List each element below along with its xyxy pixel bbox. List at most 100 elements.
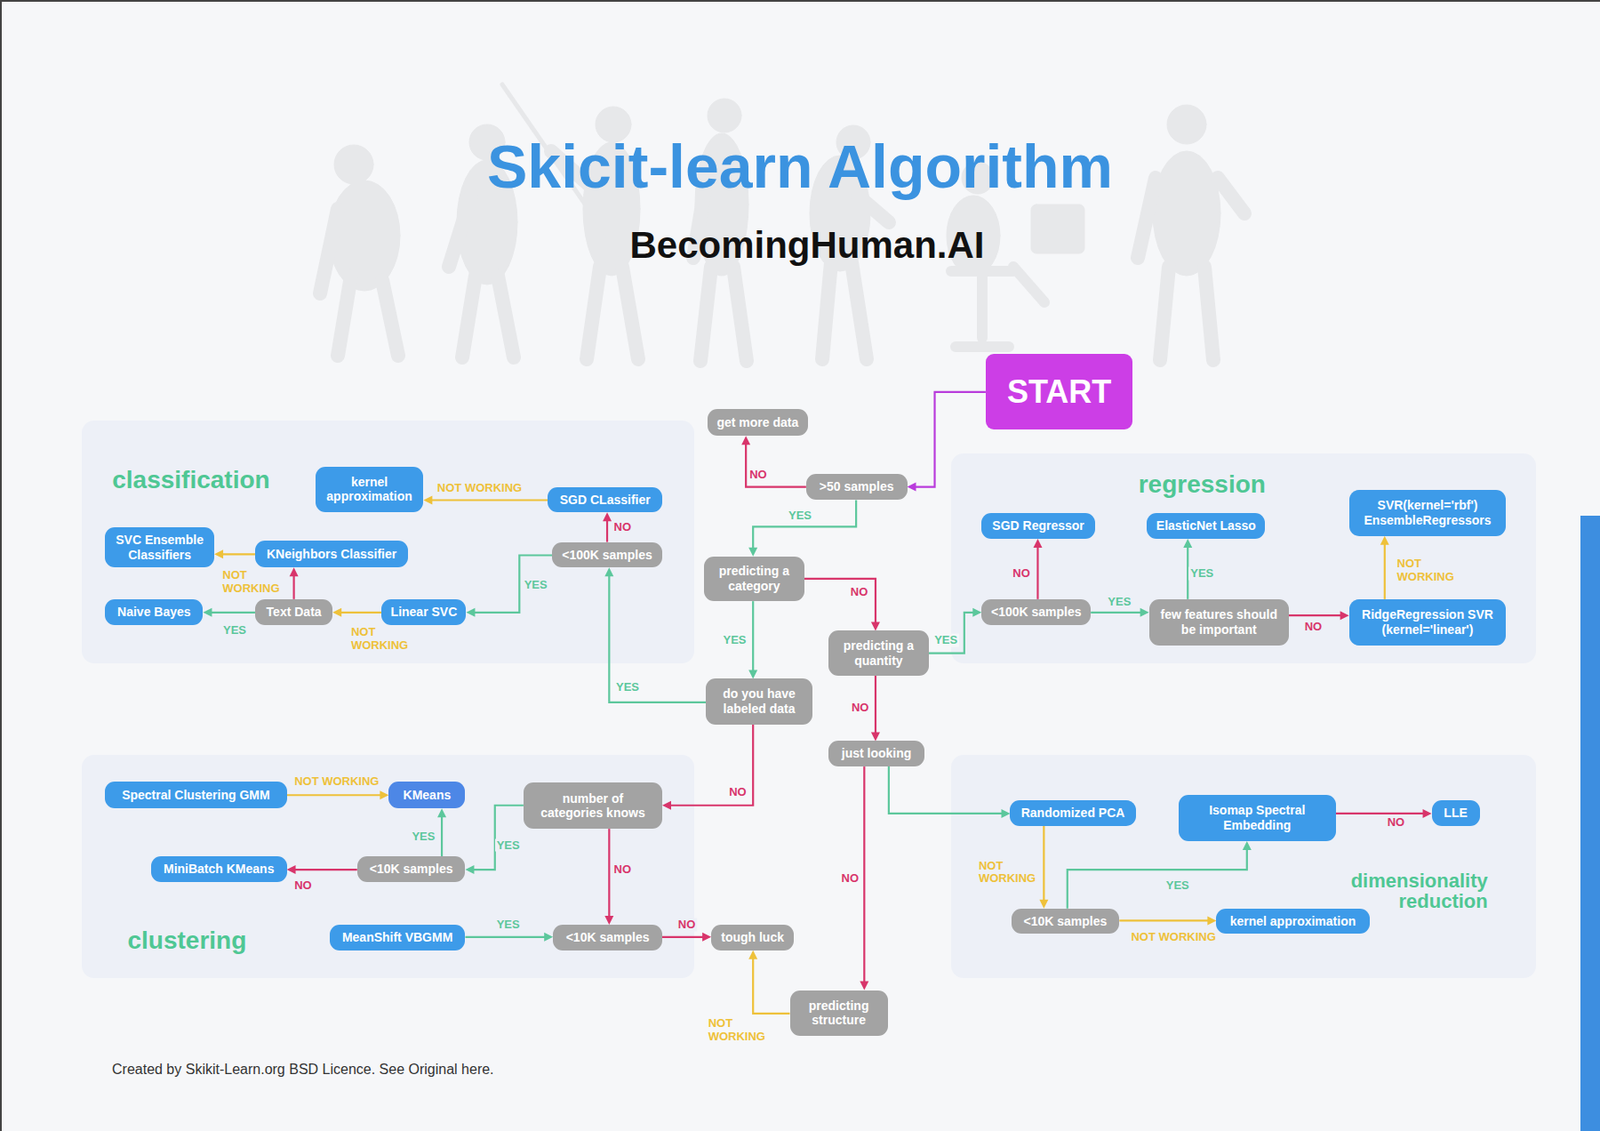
connector	[202, 608, 256, 617]
connector-line	[928, 612, 975, 654]
edge-label: NO	[1385, 816, 1408, 830]
decision-box: <100K samples	[552, 542, 663, 568]
box-label: <10K samples	[1024, 913, 1108, 929]
edge-label: NO	[727, 784, 749, 799]
connector-line	[472, 805, 523, 870]
connector	[1380, 536, 1390, 600]
box-label: <100K samples	[561, 547, 653, 563]
box-label: tough luck	[720, 929, 784, 945]
box-label: MiniBatch KMeans	[163, 861, 274, 877]
connector-line	[1090, 611, 1141, 614]
arrow-head	[1423, 808, 1432, 818]
connector-line	[752, 499, 856, 548]
arrow-head	[748, 669, 758, 679]
connector-line	[745, 443, 807, 487]
estimator-box: MiniBatch KMeans	[151, 856, 288, 882]
edge-label: YES	[1105, 595, 1133, 609]
connector	[604, 567, 706, 703]
panel-heading: clustering	[127, 928, 247, 954]
figure-limbs	[1137, 177, 1245, 360]
estimator-box: Naive Bayes	[104, 599, 203, 625]
box-label: SVC Ensemble Classifiers	[112, 532, 208, 563]
arrow-head	[287, 864, 296, 874]
estimator-box: SGD Regressor	[981, 512, 1095, 539]
arrow-head	[379, 790, 389, 800]
decision-box: predicting a quantity	[828, 630, 929, 676]
edge-label: YES	[495, 918, 522, 932]
connector	[748, 950, 790, 1014]
edge-label: NOT WORKING	[435, 480, 524, 495]
estimator-box: ElasticNet Lasso	[1146, 512, 1265, 539]
figure-computer	[1031, 204, 1085, 254]
connector	[332, 608, 382, 617]
figure-head	[1167, 104, 1207, 144]
estimator-box: RidgeRegression SVR (kernel='linear')	[1349, 599, 1507, 646]
edge-label: NO	[612, 520, 634, 535]
panel-heading: dimensionality reduction	[1328, 870, 1488, 912]
connector-line	[210, 611, 256, 614]
box-label: just looking	[841, 745, 912, 761]
figure-robot	[1137, 104, 1245, 360]
box-label: Isomap Spectral Embedding	[1185, 802, 1329, 833]
decision-box: Text Data	[255, 599, 333, 625]
connector	[1067, 840, 1252, 909]
panel-heading: regression	[1138, 472, 1266, 498]
box-label: SVR(kernel='rbf') EnsembleRegressors	[1356, 497, 1500, 528]
arrow-head	[202, 608, 212, 617]
connector-line	[287, 793, 382, 796]
edge-label: NO	[848, 584, 871, 599]
decision-box: get more data	[707, 408, 809, 436]
connector-line	[1119, 919, 1208, 921]
connector-line	[874, 675, 877, 733]
box-label: kernel approximation	[1230, 913, 1357, 929]
diagram-title: Skicit-learn Algorithm	[0, 130, 1600, 202]
connector-line	[1336, 812, 1424, 815]
connector-line	[863, 766, 865, 982]
connector-line	[670, 724, 753, 806]
connector	[662, 724, 753, 810]
figure-limbs	[320, 208, 399, 356]
connector	[437, 808, 447, 856]
estimator-box: Spectral Clustering GMM	[104, 781, 287, 808]
estimator-box: SVC Ensemble Classifiers	[104, 527, 215, 568]
connector-line	[295, 868, 358, 871]
figure-ape	[320, 144, 400, 356]
box-label: RidgeRegression SVR (kernel='linear')	[1356, 607, 1500, 638]
connector	[859, 766, 869, 990]
connector	[1119, 915, 1216, 925]
estimator-box: Randomized PCA	[1009, 800, 1136, 826]
arrow-head	[1039, 899, 1048, 909]
arrow-head	[859, 981, 869, 991]
figure-head	[707, 98, 742, 133]
arrow-head	[604, 915, 614, 925]
arrow-head	[871, 621, 880, 631]
connector-line	[752, 958, 790, 1014]
edge-label: NO	[676, 918, 698, 932]
box-label: get more data	[716, 415, 799, 431]
box-label: Naive Bayes	[117, 604, 192, 620]
decision-box: just looking	[828, 740, 925, 767]
edge-label: YES	[409, 830, 437, 844]
arrow-head	[214, 549, 224, 559]
edge-label: YES	[221, 624, 248, 638]
connector-line	[440, 816, 443, 856]
figure-with-staff	[502, 84, 640, 360]
estimator-box: LLE	[1432, 800, 1480, 826]
arrow-head	[423, 496, 432, 505]
box-label: kernel approximation	[322, 474, 417, 505]
arrow-head	[332, 608, 342, 617]
estimator-box: Isomap Spectral Embedding	[1178, 794, 1336, 841]
arrow-head	[748, 547, 758, 557]
arrow-head	[662, 800, 672, 810]
connector	[748, 499, 856, 556]
estimator-box: kernel approximation	[315, 466, 424, 513]
arrow-head	[289, 567, 299, 576]
edge-label: NOT WORKING	[1128, 929, 1217, 944]
connector	[1039, 825, 1048, 909]
connector	[804, 578, 880, 632]
edge-label: NOT WORKING	[349, 625, 410, 653]
connector-line	[662, 936, 704, 938]
arrow-head	[1340, 610, 1350, 620]
connector-line	[752, 600, 754, 671]
region-panel: dimensionality reduction Randomized PCA Is…	[951, 754, 1536, 977]
